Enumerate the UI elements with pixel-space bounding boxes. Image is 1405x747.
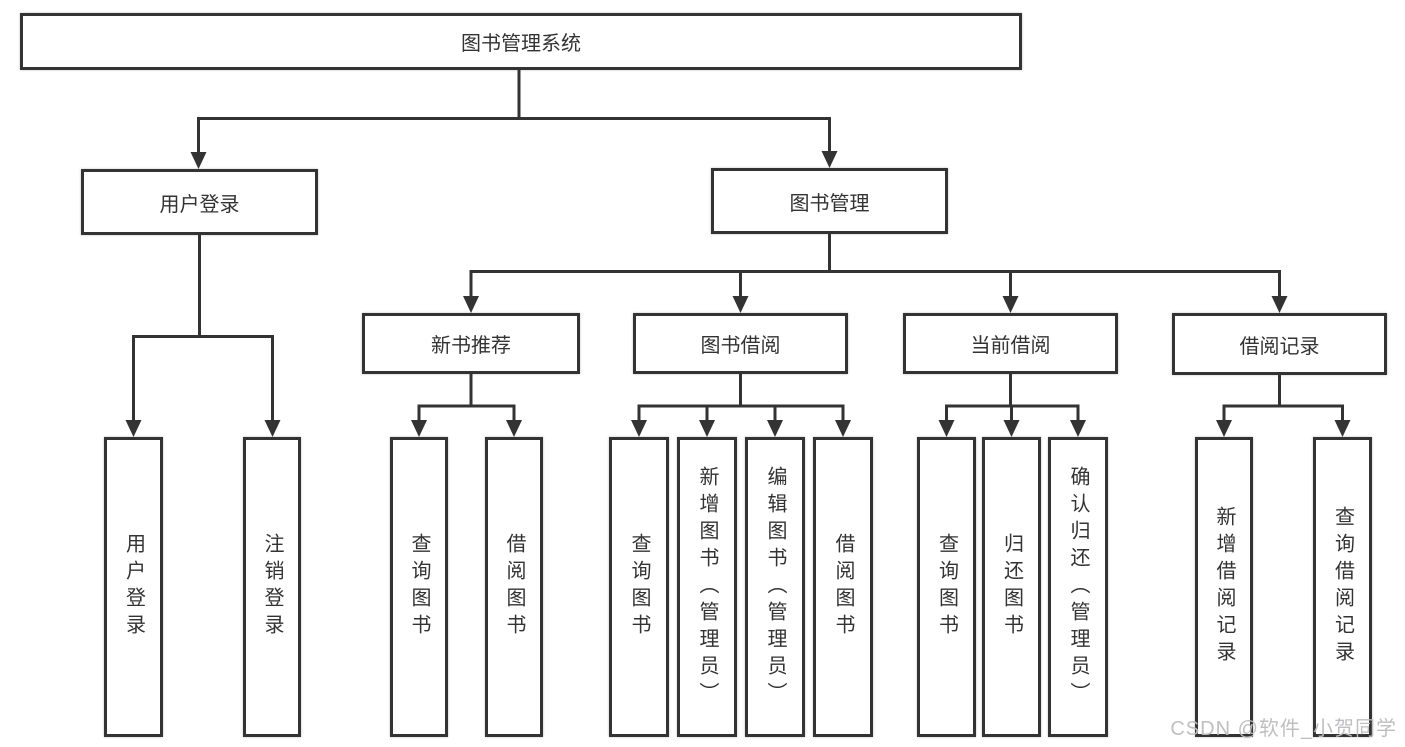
leaf-cb-query-books-label: 查询图书 [935, 533, 958, 641]
arrowhead [1003, 420, 1020, 437]
leaf-cb-query-books: 查询图书 [917, 437, 976, 737]
leaf-bb-borrow-books-label: 借阅图书 [832, 533, 854, 641]
node-borrow-records: 借阅记录 [1172, 313, 1387, 375]
leaf-cb-return-books: 归还图书 [982, 437, 1041, 737]
arrowhead [1070, 420, 1086, 437]
leaf-bb-query-books-label: 查询图书 [628, 533, 650, 641]
leaf-cb-confirm-return-admin-label: 确认归还（管理员） [1067, 465, 1089, 709]
csdn-watermark: CSDN @软件_小贺同学 [1170, 718, 1397, 740]
node-book-management: 图书管理 [711, 168, 948, 234]
leaf-nbr-query-books-label: 查询图书 [408, 533, 430, 641]
arrowhead [1334, 420, 1351, 437]
leaf-br-add-borrow-record-label: 新增借阅记录 [1213, 506, 1235, 668]
leaf-br-add-borrow-record: 新增借阅记录 [1195, 437, 1253, 737]
node-current-borrow-label: 当前借阅 [970, 335, 1051, 357]
node-book-management-label: 图书管理 [789, 192, 870, 215]
node-user-login-label: 用户登录 [159, 193, 240, 216]
leaf-logout: 注销登录 [243, 437, 301, 737]
leaf-bb-add-books-admin-label: 新增图书（管理员） [696, 465, 718, 709]
arrowhead [821, 151, 838, 168]
leaf-nbr-borrow-books-label: 借阅图书 [503, 533, 525, 641]
arrowhead [631, 420, 647, 437]
leaf-user-login: 用户登录 [104, 437, 163, 737]
leaf-cb-return-books-label: 归还图书 [1000, 533, 1023, 641]
leaf-br-query-borrow-record-label: 查询借阅记录 [1331, 506, 1354, 668]
arrowhead [463, 296, 479, 313]
node-root: 图书管理系统 [20, 13, 1022, 70]
node-book-borrow: 图书借阅 [633, 313, 848, 374]
arrowhead [190, 152, 207, 169]
node-new-book-recommend: 新书推荐 [362, 313, 580, 374]
arrowhead [264, 420, 281, 437]
node-current-borrow: 当前借阅 [903, 313, 1118, 374]
node-borrow-records-label: 借阅记录 [1239, 335, 1320, 358]
leaf-bb-add-books-admin: 新增图书（管理员） [677, 437, 737, 737]
arrowhead [732, 296, 749, 313]
arrowhead [506, 420, 522, 437]
arrowhead [1002, 296, 1019, 313]
leaf-user-login-label: 用户登录 [122, 533, 145, 641]
arrowhead [938, 420, 955, 437]
arrowhead [767, 420, 783, 437]
node-user-login: 用户登录 [81, 169, 318, 235]
leaf-bb-borrow-books: 借阅图书 [813, 437, 873, 737]
leaf-cb-confirm-return-admin: 确认归还（管理员） [1048, 437, 1108, 737]
arrowhead [411, 420, 427, 437]
leaf-logout-label: 注销登录 [261, 533, 283, 641]
arrowhead [125, 420, 142, 437]
arrowhead [835, 420, 851, 437]
node-new-book-recommend-label: 新书推荐 [431, 335, 511, 357]
leaf-br-query-borrow-record: 查询借阅记录 [1313, 437, 1372, 737]
leaf-bb-edit-books-admin: 编辑图书（管理员） [745, 437, 805, 737]
leaf-nbr-borrow-books: 借阅图书 [485, 437, 543, 737]
node-root-label: 图书管理系统 [461, 33, 581, 55]
leaf-nbr-query-books: 查询图书 [390, 437, 448, 737]
arrowhead [1271, 296, 1288, 313]
leaf-bb-query-books: 查询图书 [609, 437, 669, 737]
arrowhead [699, 420, 715, 437]
leaf-bb-edit-books-admin-label: 编辑图书（管理员） [764, 465, 786, 709]
node-book-borrow-label: 图书借阅 [700, 335, 781, 357]
arrowhead [1216, 420, 1232, 437]
